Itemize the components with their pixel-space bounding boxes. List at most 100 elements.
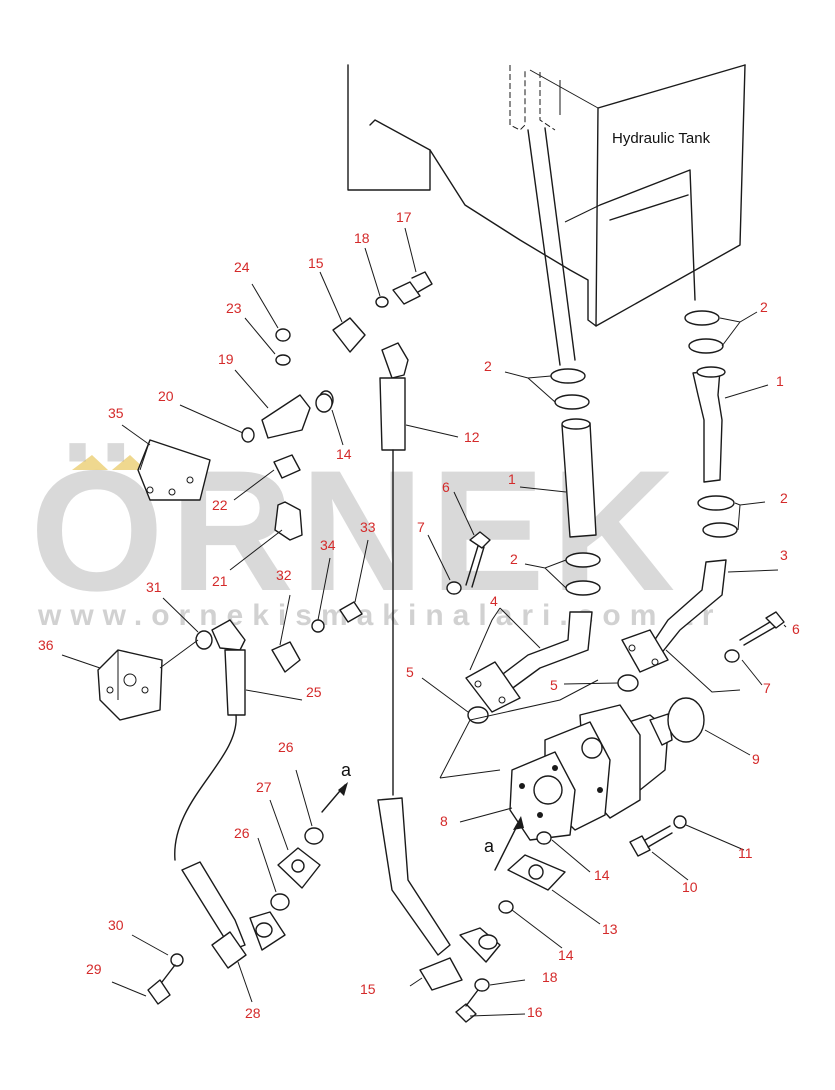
right-suction-line	[621, 310, 738, 673]
callout-7: 7	[417, 519, 425, 535]
callout-30: 30	[108, 917, 124, 933]
tube-flange	[465, 661, 521, 713]
washer	[673, 815, 687, 829]
callout-33: 33	[360, 519, 376, 535]
half-flange	[211, 931, 247, 969]
bolt-head	[455, 1003, 477, 1023]
bolt-head	[629, 835, 651, 857]
callout-13: 13	[602, 921, 618, 937]
callout-19: 19	[218, 351, 234, 367]
o-ring	[617, 674, 639, 692]
washer	[446, 581, 462, 595]
callout-6: 6	[442, 479, 450, 495]
o-ring	[304, 827, 324, 845]
washer	[311, 619, 325, 633]
callout-27: 27	[256, 779, 272, 795]
bolt	[147, 979, 171, 1005]
callout-14: 14	[558, 947, 574, 963]
hydraulic-tank: Hydraulic Tank	[347, 64, 746, 366]
tube-flange	[621, 629, 669, 673]
callout-20: 20	[158, 388, 174, 404]
callout-7: 7	[763, 680, 771, 696]
callout-4: 4	[490, 593, 498, 609]
callout-35: 35	[108, 405, 124, 421]
callout-11: 11	[738, 845, 753, 861]
tank-label: Hydraulic Tank	[612, 130, 711, 147]
callout-2: 2	[760, 299, 768, 315]
hose-clamp	[565, 580, 601, 596]
hose-clamp	[688, 338, 724, 354]
callout-22: 22	[212, 497, 228, 513]
leader-lines	[61, 227, 787, 1017]
callout-10: 10	[682, 879, 698, 895]
washer	[474, 978, 490, 992]
callout-12: 12	[464, 429, 480, 445]
hose-clamp	[684, 310, 720, 326]
callout-28: 28	[245, 1005, 261, 1021]
half-flange	[332, 317, 366, 353]
callout-labels: 1 1 2 2 2 2 3 4 5 5 6 6 7 7 8 9 10 11 12…	[38, 209, 800, 1021]
callout-2: 2	[510, 551, 518, 567]
view-letter-a: a	[484, 836, 495, 856]
washer	[724, 649, 740, 663]
callout-9: 9	[752, 751, 760, 767]
callout-36: 36	[38, 637, 54, 653]
callout-1: 1	[776, 373, 784, 389]
hydraulic-pump	[509, 704, 673, 841]
bolts-washers	[446, 531, 785, 663]
callout-15: 15	[308, 255, 324, 271]
o-ring	[270, 893, 290, 911]
callout-26: 26	[278, 739, 294, 755]
hose-clamp	[554, 394, 590, 410]
middle-suction-line	[465, 368, 601, 713]
hose-clamp	[565, 552, 601, 568]
callout-18: 18	[354, 230, 370, 246]
callout-1: 1	[508, 471, 516, 487]
callout-23: 23	[226, 300, 242, 316]
callout-14: 14	[594, 867, 610, 883]
bolt	[339, 601, 363, 623]
watermark: ÖRNEK www.ornekismakinalari.com.tr	[30, 435, 722, 632]
clamp-block	[273, 454, 301, 479]
washer	[170, 953, 184, 967]
callout-8: 8	[440, 813, 448, 829]
callout-21: 21	[212, 573, 228, 589]
callout-5: 5	[550, 677, 558, 693]
callout-24: 24	[234, 259, 250, 275]
o-ring	[195, 630, 213, 650]
callout-29: 29	[86, 961, 102, 977]
callout-31: 31	[146, 579, 162, 595]
watermark-url: www.ornekismakinalari.com.tr	[37, 599, 722, 632]
nut	[275, 328, 291, 342]
bolt	[392, 281, 421, 305]
valve-block-35	[137, 439, 211, 501]
half-flange	[419, 957, 463, 991]
callout-6: 6	[792, 621, 800, 637]
suction-hose	[692, 369, 723, 483]
o-ring-large	[667, 697, 705, 743]
callout-18: 18	[542, 969, 558, 985]
callout-34: 34	[320, 537, 336, 553]
o-ring	[498, 900, 514, 914]
callout-2: 2	[780, 490, 788, 506]
washer	[275, 354, 291, 366]
valve-block-36	[97, 649, 163, 721]
bolt-head	[765, 611, 785, 629]
callout-17: 17	[396, 209, 412, 225]
pressure-hose-25	[174, 619, 286, 951]
callout-26: 26	[234, 825, 250, 841]
o-ring	[241, 427, 255, 443]
hose-clamp	[550, 368, 586, 384]
callout-14: 14	[336, 446, 352, 462]
half-flange	[271, 641, 301, 673]
hose-clamp	[702, 522, 738, 538]
view-letter-a: a	[341, 760, 352, 780]
pressure-hose	[377, 342, 501, 963]
o-ring	[467, 706, 489, 724]
callout-3: 3	[780, 547, 788, 563]
callout-15: 15	[360, 981, 376, 997]
callout-16: 16	[527, 1004, 543, 1020]
washer	[375, 296, 389, 308]
callout-25: 25	[306, 684, 322, 700]
